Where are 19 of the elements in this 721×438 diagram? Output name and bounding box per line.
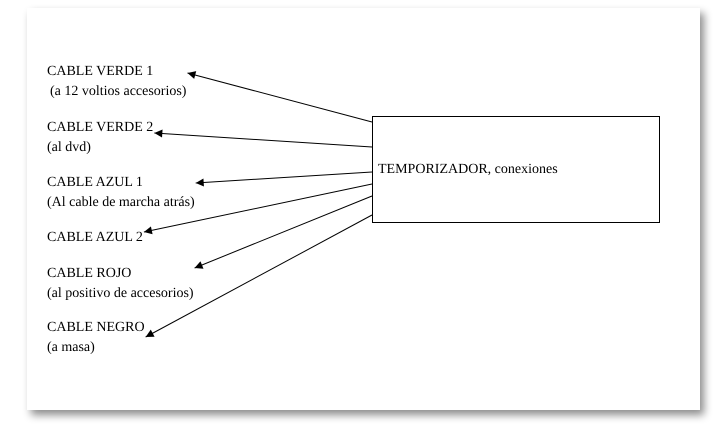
arrow bbox=[145, 214, 372, 338]
cable-name: CABLE VERDE 2 bbox=[47, 119, 154, 137]
arrow bbox=[186, 71, 372, 122]
cable-description: (al positivo de accesorios) bbox=[47, 285, 194, 303]
arrow bbox=[154, 130, 372, 148]
cable-description: (a masa) bbox=[47, 339, 96, 357]
cable-description: (Al cable de marcha atrás) bbox=[47, 194, 195, 212]
cable-description: (a 12 voltios accesorios) bbox=[49, 83, 186, 101]
cable-name: CABLE NEGRO bbox=[47, 319, 145, 337]
process-box bbox=[372, 116, 660, 223]
cable-description: (al dvd) bbox=[47, 139, 92, 157]
cable-name: CABLE AZUL 2 bbox=[47, 229, 143, 247]
cable-name: CABLE ROJO bbox=[47, 265, 132, 283]
arrow bbox=[143, 184, 372, 234]
arrow bbox=[194, 196, 372, 269]
arrow bbox=[195, 172, 372, 186]
cable-name: CABLE VERDE 1 bbox=[47, 63, 154, 81]
box-label: TEMPORIZADOR, conexiones bbox=[378, 160, 558, 178]
cable-name: CABLE AZUL 1 bbox=[47, 174, 144, 192]
